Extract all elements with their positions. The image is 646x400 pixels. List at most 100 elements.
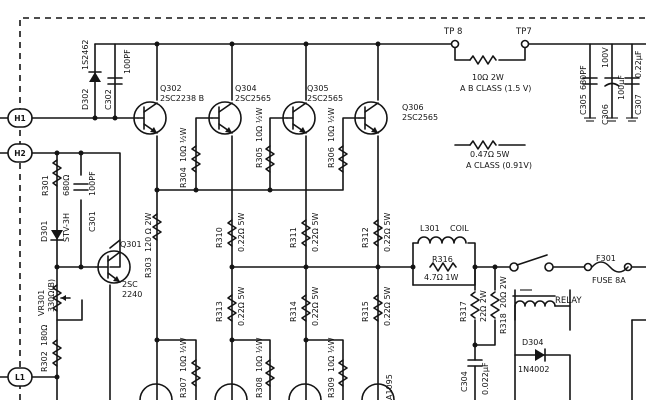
d301-ref: D301: [40, 221, 49, 242]
r301-ref: R301: [41, 175, 50, 196]
ground-symbols: [584, 117, 638, 122]
r312-ref: R312: [361, 227, 370, 248]
ab-resistor-label: 10Ω 2W: [472, 73, 504, 82]
d304-ref: D304: [522, 338, 543, 347]
diode-d304: D304 1N4002: [518, 338, 549, 374]
tp8-label: TP 8: [443, 27, 462, 37]
d301-part: STV-3H: [62, 213, 71, 242]
c304-value: 0.022μF: [481, 362, 490, 395]
r307-ref: R307: [179, 377, 188, 398]
r303-value: 120 Ω 2W: [144, 212, 153, 252]
junctions: [54, 41, 498, 380]
coil-ref: L301: [420, 224, 440, 233]
vr301-value: 330Ω(B): [47, 279, 56, 312]
node-l1: L1: [0, 367, 33, 387]
wiring: [31, 43, 646, 400]
r316-ref: R316: [432, 255, 453, 264]
r305-ref: R305: [255, 147, 264, 168]
r313-ref: R313: [215, 301, 224, 322]
r318-value: 20Ω 2W: [499, 276, 508, 308]
r306-value: 10Ω ½W: [327, 107, 336, 142]
relay-switch: [509, 254, 554, 272]
transistor-q302: Q302 2SC2238 B: [133, 84, 204, 135]
node-h2-label: H2: [14, 149, 26, 158]
c301-value: 100PF: [88, 171, 97, 196]
ab-class-label: A B CLASS (1.5 V): [460, 84, 531, 93]
r308-value: 10Ω ½W: [255, 337, 264, 372]
r308-ref: R308: [255, 377, 264, 398]
q302-ref: Q302: [160, 84, 182, 93]
relay-label: RELAY: [555, 296, 582, 306]
r305-value: 10Ω ½W: [255, 107, 264, 142]
r310-ref: R310: [215, 227, 224, 248]
r302-ref: R302: [40, 351, 49, 372]
capacitor-c305: C305 680PF: [579, 65, 598, 115]
c305-ref: C305: [579, 94, 588, 115]
a-class-label: A CLASS (0.91V): [466, 161, 532, 170]
fuse-f301: F301 FUSE 8A: [583, 254, 633, 285]
capacitor-c306: C306 100V 100μF: [601, 47, 626, 125]
diode-d301: D301 STV-3H: [40, 213, 71, 242]
coil-label: COIL: [450, 224, 469, 233]
r309-ref: R309: [327, 377, 336, 398]
q301-part2: 2240: [122, 290, 142, 299]
fuse-value: FUSE 8A: [592, 276, 626, 285]
r306-ref: R306: [327, 147, 336, 168]
q304-part: 2SC2565: [235, 94, 271, 103]
r301-value: 680Ω: [62, 175, 71, 196]
transistor-q301: Q301 2SC 2240: [95, 240, 142, 299]
capacitor-c307: C307 0.22μF: [624, 50, 643, 115]
diode-d302: D302 1S2462: [81, 39, 102, 110]
q302-part: 2SC2238 B: [160, 94, 204, 103]
c307-value: 0.22μF: [634, 50, 643, 78]
tp7-terminal: [520, 39, 530, 49]
r314-ref: R314: [289, 301, 298, 322]
r310-value: 0.22Ω 5W: [237, 212, 246, 252]
resistor-labels: R301 680Ω VR301 330Ω(B) R302 180Ω R303 1…: [37, 107, 508, 398]
d304-part: 1N4002: [518, 365, 549, 374]
node-h1: H1: [0, 108, 33, 128]
node-l1-label: L1: [15, 373, 25, 382]
c306-value2: 100μF: [617, 75, 626, 100]
r315-ref: R315: [361, 301, 370, 322]
relay-coil: RELAY: [512, 289, 582, 321]
q304-ref: Q304: [235, 84, 257, 93]
c305-value: 680PF: [579, 65, 588, 90]
r314-value: 0.22Ω 5W: [311, 286, 320, 326]
a-resistor-label: 0.47Ω 5W: [470, 150, 510, 159]
capacitor-c302: C302 100PF: [104, 49, 132, 110]
r316-value: 4.7Ω 1W: [424, 273, 458, 282]
c307-ref: C307: [634, 94, 643, 115]
transistor-q304: Q304 2SC2565: [208, 84, 271, 135]
r315-value: 0.22Ω 5W: [383, 286, 392, 326]
r304-value: 10Ω ½W: [179, 127, 188, 162]
r311-ref: R311: [289, 227, 298, 248]
c302-ref: C302: [104, 89, 113, 110]
c304-ref: C304: [460, 371, 469, 392]
test-points: TP 8 TP7 10Ω 2W A B CLASS (1.5 V) 0.47Ω …: [443, 27, 532, 170]
r312-value: 0.22Ω 5W: [383, 212, 392, 252]
r317-ref: R317: [459, 301, 468, 322]
capacitor-c304: C304 0.022μF: [460, 359, 490, 400]
q301-part: 2SC: [122, 280, 138, 289]
d302-ref: D302: [81, 89, 90, 110]
vr301-ref: VR301: [37, 290, 46, 316]
fuse-ref: F301: [596, 254, 616, 263]
q305-ref: Q305: [307, 84, 329, 93]
tp7-label: TP7: [515, 27, 532, 37]
coil-l301: L301 COIL: [417, 224, 469, 244]
r302-value: 180Ω: [40, 325, 49, 346]
r304-ref: R304: [179, 167, 188, 188]
partial-transistor-label: A1095: [385, 374, 394, 400]
c301-ref: C301: [88, 211, 97, 232]
q301-ref: Q301: [120, 240, 142, 249]
resistors: [52, 43, 526, 387]
node-h1-label: H1: [14, 114, 26, 123]
tp8-terminal: [450, 39, 460, 49]
r313-value: 0.22Ω 5W: [237, 286, 246, 326]
capacitor-c301: C301 100PF: [73, 171, 97, 232]
transistor-q305: Q305 2SC2565: [282, 84, 343, 135]
r307-value: 10Ω ½W: [179, 337, 188, 372]
r311-value: 0.22Ω 5W: [311, 212, 320, 252]
q306-ref: Q306: [402, 103, 424, 112]
